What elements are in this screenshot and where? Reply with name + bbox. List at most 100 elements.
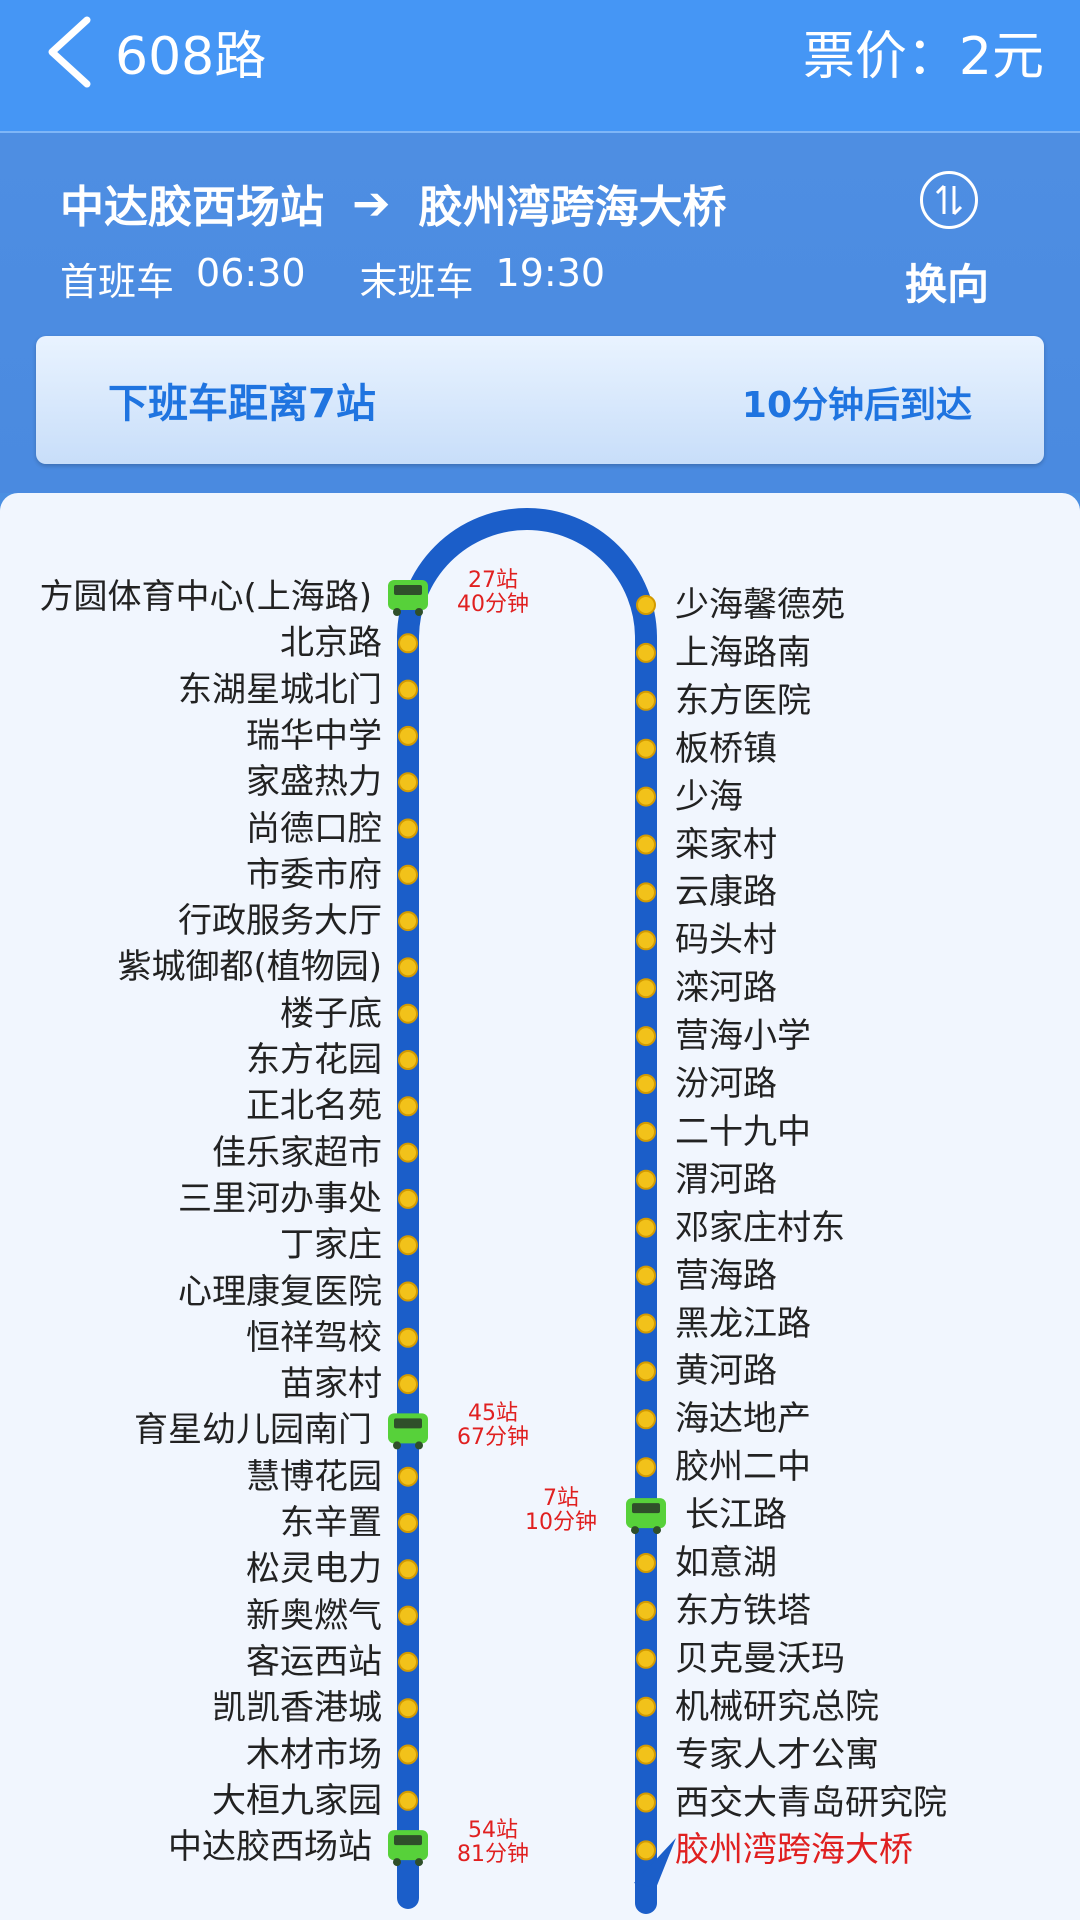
stop-label[interactable]: 如意湖 xyxy=(675,1543,777,1583)
stop-label[interactable]: 育星幼儿园南门 xyxy=(134,1410,372,1451)
stop-label[interactable]: 胶州湾跨海大桥 xyxy=(675,1830,913,1871)
stop-dot xyxy=(398,1559,418,1580)
stop-label[interactable]: 北京路 xyxy=(280,623,382,664)
stop-dot xyxy=(398,1466,418,1487)
stop-label[interactable]: 长江路 xyxy=(685,1495,787,1536)
stop-label[interactable]: 上海路南 xyxy=(675,632,811,673)
stop-label[interactable]: 恒祥驾校 xyxy=(246,1317,382,1358)
stop-label[interactable]: 凯凯香港城 xyxy=(212,1688,382,1729)
stop-label[interactable]: 专家人才公寓 xyxy=(675,1734,879,1775)
next-bus-distance: 下班车距离7站 xyxy=(108,381,376,427)
stop-label[interactable]: 正北名苑 xyxy=(246,1086,382,1127)
stop-label[interactable]: 汾河路 xyxy=(675,1064,777,1104)
stop-label[interactable]: 云康路 xyxy=(675,872,777,913)
stop-label[interactable]: 佳乐家超市 xyxy=(212,1132,382,1173)
stop-dot xyxy=(636,1648,656,1669)
stop-label[interactable]: 黑龙江路 xyxy=(675,1303,811,1344)
stop-label[interactable]: 二十九中 xyxy=(675,1111,811,1152)
stop-label[interactable]: 丁家庄 xyxy=(280,1225,382,1266)
stop-label[interactable]: 少海馨德苑 xyxy=(675,585,845,625)
stop-label[interactable]: 三里河办事处 xyxy=(178,1178,382,1219)
stop-label[interactable]: 东辛置 xyxy=(280,1503,382,1543)
stop-dot xyxy=(636,834,656,855)
stop-label[interactable]: 松灵电力 xyxy=(246,1549,382,1590)
stop-label[interactable]: 尚德口腔 xyxy=(246,808,382,849)
stop-dot xyxy=(398,633,418,654)
first-bus-time: 06:30 xyxy=(196,251,306,295)
route-info-panel: 中达胶西场站 ➔ 胶州湾跨海大桥 首班车 06:30 末班车 19:30 换向 … xyxy=(0,133,1080,493)
stop-label[interactable]: 胶州二中 xyxy=(675,1447,811,1488)
stop-label[interactable]: 东方花园 xyxy=(246,1040,382,1080)
stop-label[interactable]: 西交大青岛研究院 xyxy=(675,1782,947,1823)
stop-dot xyxy=(398,1188,418,1209)
bus-minutes-away: 81分钟 xyxy=(457,1842,529,1868)
stop-dot xyxy=(636,642,656,663)
stop-label[interactable]: 少海 xyxy=(675,776,743,817)
stop-dot xyxy=(636,1553,656,1573)
stop-label[interactable]: 渭河路 xyxy=(675,1159,777,1200)
stop-label[interactable]: 慧博花园 xyxy=(246,1456,382,1497)
stop-label[interactable]: 苗家村 xyxy=(280,1364,382,1405)
stop-dot xyxy=(398,725,418,746)
stop-label[interactable]: 板桥镇 xyxy=(675,728,777,769)
stop-label[interactable]: 营海小学 xyxy=(675,1016,811,1057)
stop-dot xyxy=(636,595,656,615)
swap-direction-button[interactable]: 换向 xyxy=(905,260,990,309)
bus-icon[interactable] xyxy=(626,1498,666,1535)
origin-stop: 中达胶西场站 xyxy=(60,182,324,233)
stop-label[interactable]: 方圆体育中心(上海路) xyxy=(39,577,372,617)
stop-label[interactable]: 中达胶西场站 xyxy=(168,1827,372,1868)
stop-label[interactable]: 楼子底 xyxy=(280,993,382,1034)
bus-stations-away: 54站 xyxy=(468,1818,518,1844)
stop-label[interactable]: 滦河路 xyxy=(675,968,777,1009)
service-times: 首班车 06:30 末班车 19:30 xyxy=(60,251,605,306)
back-arrow-icon[interactable] xyxy=(42,12,102,92)
stop-dot xyxy=(636,1696,656,1717)
stop-label[interactable]: 机械研究总院 xyxy=(675,1686,879,1727)
stop-label[interactable]: 营海路 xyxy=(675,1255,777,1296)
stop-label[interactable]: 大桓九家园 xyxy=(212,1780,382,1821)
stop-label[interactable]: 客运西站 xyxy=(246,1641,382,1682)
stop-label[interactable]: 海达地产 xyxy=(675,1399,811,1440)
stop-dot xyxy=(636,882,656,903)
stop-label[interactable]: 贝克曼沃玛 xyxy=(675,1638,845,1679)
next-bus-eta: 10分钟后到达 xyxy=(741,385,972,426)
stop-label[interactable]: 邓家庄村东 xyxy=(675,1207,845,1248)
stop-dot xyxy=(636,1600,656,1621)
stop-dot xyxy=(636,1792,656,1813)
stop-dot xyxy=(398,911,418,932)
stop-label[interactable]: 新奥燃气 xyxy=(246,1595,382,1636)
stop-dot xyxy=(636,1121,656,1142)
stop-dot xyxy=(636,1217,656,1238)
stop-dot xyxy=(398,1513,418,1533)
stop-label[interactable]: 码头村 xyxy=(675,920,777,961)
stop-label[interactable]: 市委市府 xyxy=(246,854,382,895)
stop-label[interactable]: 木材市场 xyxy=(246,1734,382,1775)
swap-direction-icon[interactable] xyxy=(920,171,978,229)
stop-label[interactable]: 紫城御都(植物园) xyxy=(117,947,382,988)
stop-label[interactable]: 东方医院 xyxy=(675,680,811,721)
bus-icon[interactable] xyxy=(388,1830,428,1867)
stop-dot xyxy=(636,738,656,759)
bus-icon[interactable] xyxy=(388,1413,428,1450)
stop-dot xyxy=(398,1003,418,1024)
stop-label[interactable]: 行政服务大厅 xyxy=(178,901,382,942)
stop-label[interactable]: 家盛热力 xyxy=(246,762,382,803)
stop-label[interactable]: 东湖星城北门 xyxy=(178,669,382,710)
stop-label[interactable]: 东方铁塔 xyxy=(675,1590,811,1631)
route-line-diagram xyxy=(388,508,676,1914)
bus-icon[interactable] xyxy=(388,580,428,616)
stop-label[interactable]: 心理康复医院 xyxy=(178,1271,382,1312)
stop-label[interactable]: 栾家村 xyxy=(675,824,777,865)
direction-arrow-icon: ➔ xyxy=(352,176,391,230)
stop-label[interactable]: 黄河路 xyxy=(675,1351,777,1392)
stop-dot xyxy=(398,1744,418,1765)
destination-stop: 胶州湾跨海大桥 xyxy=(418,182,727,233)
stop-dot xyxy=(636,1744,656,1765)
bus-minutes-away: 40分钟 xyxy=(457,592,529,617)
stop-dot xyxy=(398,1698,418,1719)
stop-dot xyxy=(398,818,418,839)
stop-label[interactable]: 瑞华中学 xyxy=(246,715,382,756)
